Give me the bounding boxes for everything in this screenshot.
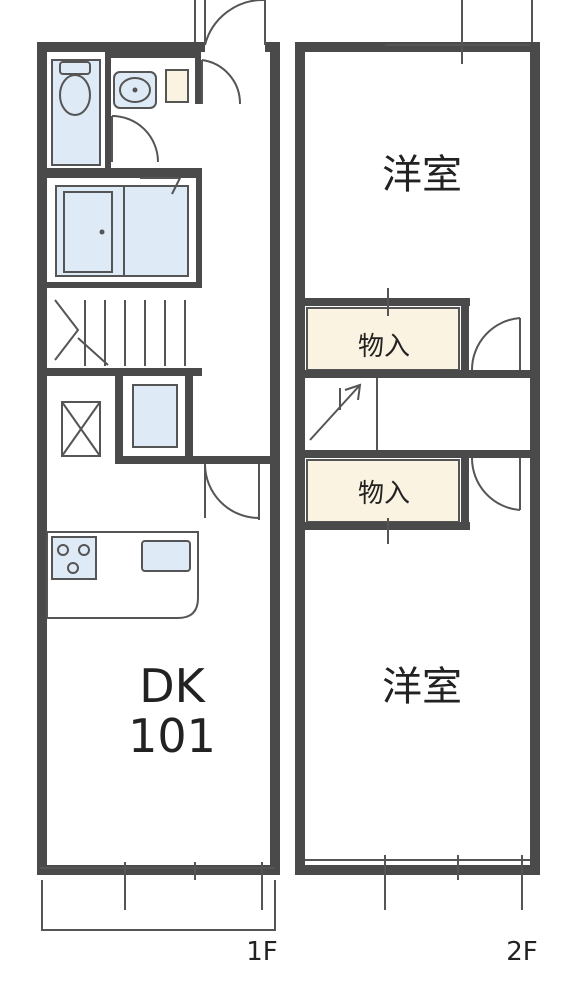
bath-door-mark [140, 177, 182, 195]
western-room-top-label: 洋室 [382, 152, 462, 198]
wall-2f-right [530, 42, 540, 875]
floor-2-plan: 洋室 物入 物入 洋室 2F [295, 0, 540, 967]
entrance-opening [205, 40, 265, 54]
wall-1f-bottom [37, 865, 280, 875]
stair-arrow [77, 337, 109, 366]
burner-icon [67, 562, 79, 574]
basin-drain-icon [132, 87, 138, 93]
toilet-tank-icon [59, 61, 91, 75]
room-type-label: DK [139, 659, 206, 713]
wall-1f-right [270, 42, 280, 875]
wall-bath-right [196, 168, 202, 288]
balcony-outline [41, 880, 276, 931]
western-room-bottom-label: 洋室 [382, 664, 462, 710]
wall-2f-top [295, 42, 540, 52]
wall-hall-bottom [305, 450, 530, 458]
dk-door-swing [204, 463, 260, 519]
wall-bath-top [47, 168, 202, 178]
storage-top [306, 307, 460, 371]
burner-icon [57, 544, 69, 556]
washroom-door-swing [111, 115, 159, 163]
wall-1f-top [37, 42, 280, 52]
wall-washroom-top [111, 52, 201, 58]
toilet-bowl-icon [59, 74, 91, 116]
bathtub-drain-icon [99, 229, 105, 235]
stair-arrow-head [344, 383, 362, 401]
wall-2f-bottom [295, 865, 540, 875]
wall-storage-left [115, 376, 123, 464]
wall-storage-bottom-right [461, 452, 469, 530]
wall-1f-left [37, 42, 47, 875]
wall-bath-bottom [47, 282, 202, 288]
room-bottom-door-swing [470, 457, 521, 511]
floor-1-label: 1F [246, 937, 278, 967]
stair-arrow [309, 384, 361, 441]
refrigerator-space [132, 384, 178, 448]
wall-stair-bottom [47, 368, 202, 376]
staircase-area [47, 288, 190, 368]
storage-top-label: 物入 [358, 332, 410, 362]
storage-bottom-label: 物入 [358, 479, 410, 509]
kitchen-sink-icon [141, 540, 191, 572]
floor-1-plan: DK 101 1F [37, 0, 280, 967]
wall-toilet-right [105, 52, 111, 168]
wall-2f-left [295, 42, 305, 875]
wall-storage-top-right [461, 298, 469, 376]
wall-hall-top [305, 370, 530, 378]
wall-washroom-right [195, 52, 201, 104]
room-top-door-swing [470, 317, 521, 371]
entrance-door-swing [204, 0, 265, 46]
wall-storage-right [185, 376, 193, 464]
washer-space [165, 69, 189, 103]
stair-winder [54, 299, 80, 361]
room-number-label: 101 [128, 709, 216, 763]
burner-icon [78, 544, 90, 556]
bathtub-icon [63, 191, 113, 273]
pipe-shaft-cross [61, 401, 101, 457]
inner-door-swing [201, 59, 242, 105]
floor-2-label: 2F [506, 937, 538, 967]
